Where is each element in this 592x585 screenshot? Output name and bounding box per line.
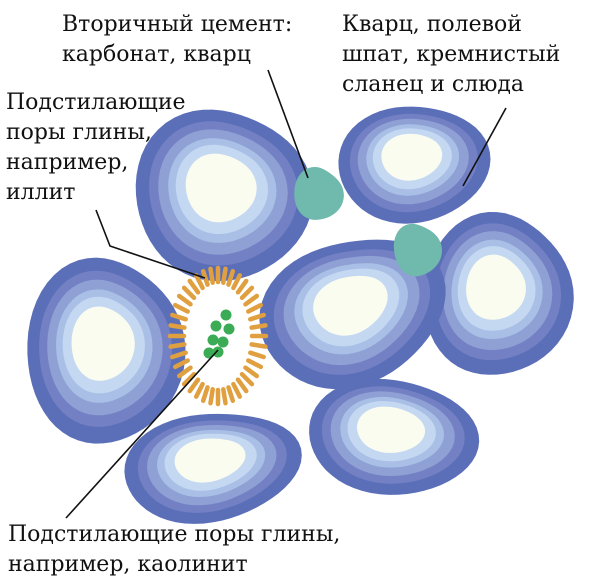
illite-fiber [246, 296, 257, 304]
illite-label: Подстилающие поры глины, например, иллит [6, 88, 186, 208]
kaolinite-dot [213, 347, 224, 358]
framework-grains-label: Кварц, полевой шпат, кремнистый сланец и… [342, 10, 560, 100]
label-line: карбонат, кварц [62, 40, 292, 70]
illite-fiber [233, 384, 239, 397]
illite-fibers [170, 268, 266, 404]
illite-fiber [196, 384, 202, 397]
kaolinite-dot [211, 321, 222, 332]
illite-fiber [179, 296, 190, 304]
illite-fiber [211, 389, 213, 403]
kaolinite-dots [204, 310, 235, 359]
illite-fiber [248, 305, 260, 311]
illite-fiber [184, 288, 194, 298]
quartz-grain [27, 258, 185, 444]
kaolinite-label: Подстилающие поры глины, например, каоли… [8, 520, 340, 580]
illite-fiber [171, 344, 185, 346]
label-line: поры глины, [6, 118, 186, 148]
illite-fiber [238, 281, 246, 292]
illite-fiber [242, 374, 252, 384]
quartz-grain [424, 212, 574, 375]
label-line: Подстилающие поры глины, [8, 520, 340, 550]
quartz-grain [124, 414, 301, 524]
kaolinite-dot [224, 324, 235, 335]
label-line: шпат, кремнистый [342, 40, 560, 70]
illite-fiber [238, 380, 246, 391]
illite-fiber [242, 288, 252, 298]
cement-crystal [294, 167, 344, 220]
quartz-grain [309, 379, 479, 495]
kaolinite-dot [208, 335, 219, 346]
illite-fiber [190, 380, 198, 391]
illite-fiber [223, 269, 225, 283]
illite-fiber [223, 389, 225, 403]
secondary-cement-label: Вторичный цемент: карбонат, кварц [62, 10, 292, 70]
label-line: Подстилающие [6, 88, 186, 118]
label-line: Вторичный цемент: [62, 10, 292, 40]
illite-fiber [248, 361, 260, 367]
illite-fiber [252, 325, 266, 327]
illite-fiber [171, 325, 185, 327]
illite-fiber [203, 387, 207, 400]
label-line: например, каолинит [8, 550, 340, 580]
label-line: иллит [6, 178, 186, 208]
quartz-grain [338, 107, 490, 224]
label-line: например, [6, 148, 186, 178]
label-line: сланец и слюда [342, 70, 560, 100]
illite-fiber [252, 344, 266, 346]
label-line: Кварц, полевой [342, 10, 560, 40]
kaolinite-dot [221, 310, 232, 321]
illite-fiber [246, 368, 257, 376]
illite-fiber [211, 269, 213, 283]
illite-fiber [190, 281, 198, 292]
kaolinite-dot [218, 337, 229, 348]
illite-fiber [175, 305, 188, 311]
illite-fiber [250, 353, 263, 357]
illite-fiber [229, 387, 233, 400]
